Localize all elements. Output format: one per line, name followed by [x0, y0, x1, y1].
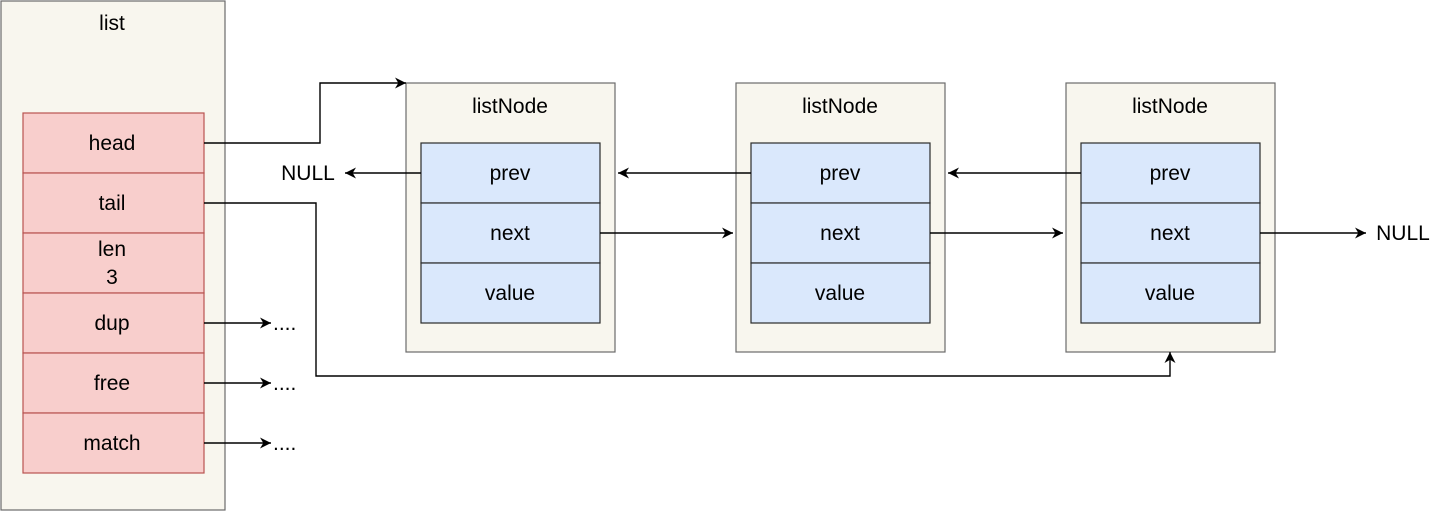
tail-to-node-3-edge [204, 202, 1176, 377]
list-field-len-value: 3 [106, 266, 118, 289]
list-field-head: head [22, 112, 205, 174]
list-field-len-label: len [98, 238, 126, 261]
list-field-match-label: match [83, 432, 140, 455]
list-node-2-value: value [815, 282, 865, 305]
dup-ellipsis: .... [273, 312, 296, 335]
list-field-free: free [22, 352, 205, 414]
list-field-head-label: head [89, 132, 136, 155]
list-field-dup-label: dup [94, 312, 129, 335]
list-struct: list head tail len 3 dup free match [0, 0, 226, 511]
match-ellipsis: .... [273, 432, 296, 455]
list-node-1-prev: prev [490, 162, 531, 185]
list-node-3-value: value [1145, 282, 1195, 305]
list-node-1-title: listNode [472, 95, 548, 118]
null-right-label: NULL [1376, 222, 1430, 245]
list-node-1-next: next [490, 222, 530, 245]
list-node-2-next: next [820, 222, 860, 245]
list-field-tail: tail [22, 172, 205, 234]
list-node-2: listNode prev next value [735, 82, 946, 353]
list-field-tail-label: tail [99, 192, 126, 215]
edges [204, 77, 1366, 449]
list-node-1: listNode prev next value [405, 82, 616, 353]
list-node-2-title: listNode [802, 95, 878, 118]
list-field-dup: dup [22, 292, 205, 354]
free-ellipsis: .... [273, 372, 296, 395]
list-field-free-label: free [94, 372, 130, 395]
null-left-label: NULL [281, 162, 335, 185]
list-node-3: listNode prev next value [1065, 82, 1276, 353]
list-node-3-title: listNode [1132, 95, 1208, 118]
list-node-3-next: next [1150, 222, 1190, 245]
head-to-node-1-edge [204, 77, 406, 144]
list-field-match: match [22, 412, 205, 474]
list-node-3-prev: prev [1150, 162, 1191, 185]
list-node-1-value: value [485, 282, 535, 305]
list-field-len: len 3 [22, 232, 205, 294]
list-node-2-prev: prev [820, 162, 861, 185]
list-struct-title: list [99, 12, 125, 35]
